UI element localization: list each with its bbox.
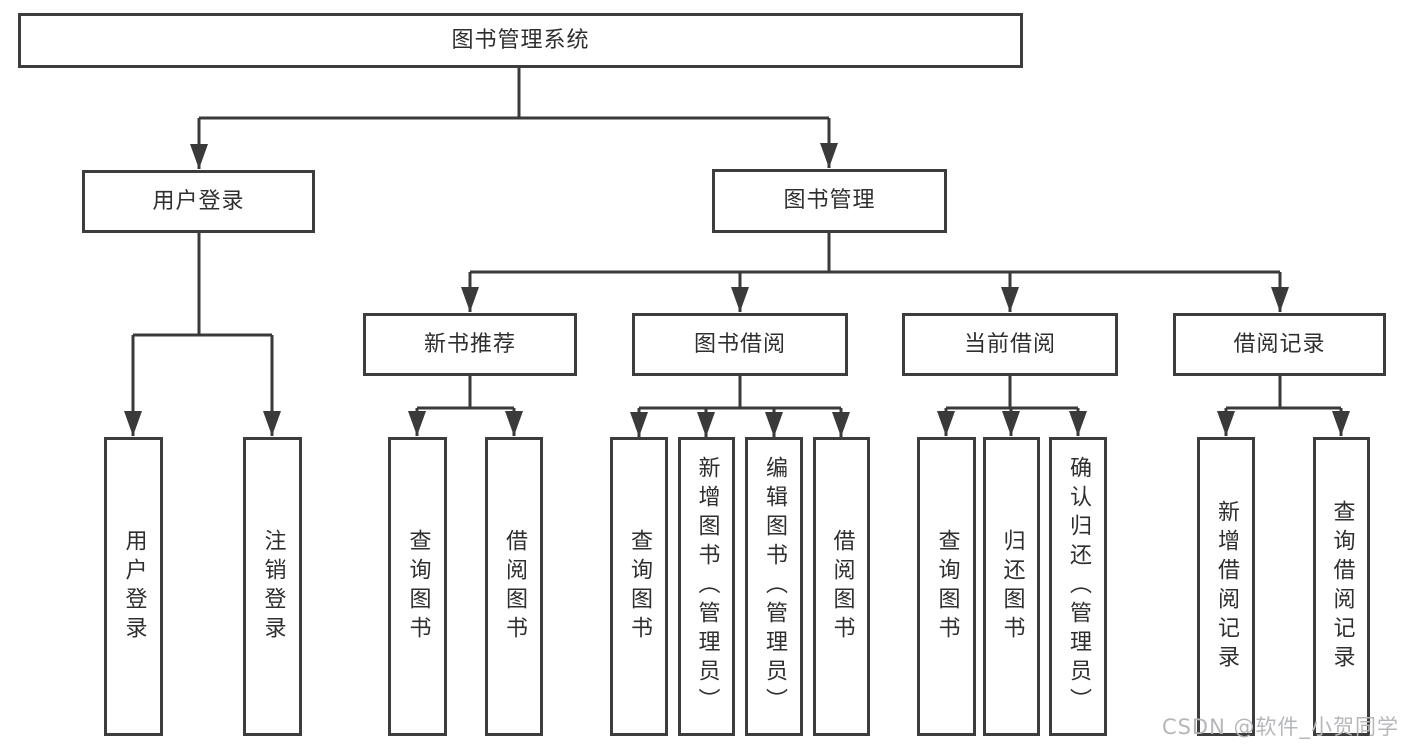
connector-stems — [133, 68, 1341, 410]
node-book-management: 图书管理 — [712, 169, 947, 233]
leaf-return-book: 归还图书 — [983, 437, 1040, 736]
leaf-confirm-return-admin: 确认归还（管理员） — [1049, 437, 1107, 736]
leaf-query-books-2: 查询图书 — [610, 437, 668, 736]
leaf-add-borrow-record: 新增借阅记录 — [1197, 437, 1255, 736]
node-user-login: 用户登录 — [82, 170, 315, 233]
node-borrow-records: 借阅记录 — [1173, 313, 1386, 376]
node-book-borrow: 图书借阅 — [632, 313, 848, 376]
node-new-book-recommend: 新书推荐 — [363, 313, 577, 376]
leaf-logout: 注销登录 — [243, 437, 302, 736]
leaf-borrow-books-2: 借阅图书 — [813, 437, 870, 736]
leaf-query-books-1: 查询图书 — [388, 437, 447, 736]
leaf-edit-book-admin: 编辑图书（管理员） — [745, 437, 803, 736]
node-library-management-system: 图书管理系统 — [18, 13, 1023, 68]
node-current-borrow: 当前借阅 — [902, 313, 1118, 376]
leaf-query-borrow-record: 查询借阅记录 — [1313, 437, 1370, 736]
leaf-user-login: 用户登录 — [104, 437, 163, 736]
leaf-add-book-admin: 新增图书（管理员） — [678, 437, 735, 736]
leaf-borrow-books-1: 借阅图书 — [485, 437, 543, 736]
csdn-watermark: CSDN @软件_小贺同学 — [1161, 715, 1399, 739]
leaf-query-books-3: 查询图书 — [917, 437, 976, 736]
